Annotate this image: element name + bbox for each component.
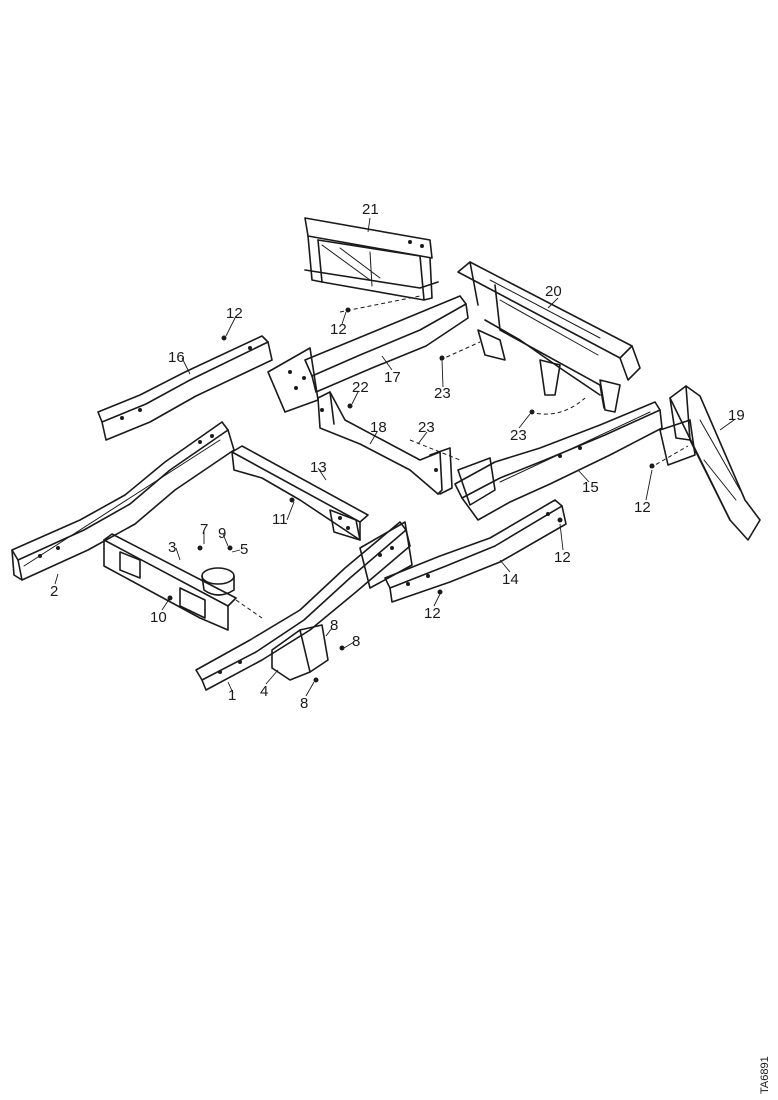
crossmember-19 — [659, 385, 761, 541]
callout-12: 12 — [330, 321, 347, 338]
callout-17: 17 — [384, 369, 401, 386]
callout-16: 16 — [168, 349, 185, 366]
callout-18: 18 — [370, 419, 387, 436]
crossmember-13 — [231, 445, 369, 541]
callout-10: 10 — [150, 609, 167, 626]
callout-labels: 21 20 12 17 22 23 18 23 23 19 15 12 12 1… — [50, 201, 745, 712]
figure-reference: TA6891 — [759, 1056, 771, 1094]
side-rail-1 — [195, 521, 413, 691]
callout-8: 8 — [330, 617, 338, 634]
callout-19: 19 — [728, 407, 745, 424]
side-member-14 — [384, 499, 567, 603]
callout-11: 11 — [272, 511, 288, 528]
callout-13: 13 — [310, 459, 327, 476]
callout-5: 5 — [240, 541, 248, 558]
callout-20: 20 — [545, 283, 562, 300]
leader-lines — [54, 217, 735, 697]
callout-23: 23 — [510, 427, 527, 444]
side-rail-15 — [454, 401, 663, 521]
frame-section-18 — [317, 391, 453, 495]
callout-8: 8 — [300, 695, 308, 712]
callout-1: 1 — [228, 687, 236, 704]
callout-12: 12 — [226, 305, 243, 322]
crossmember-20 — [457, 261, 641, 413]
callout-12: 12 — [424, 605, 441, 622]
bracket-4 — [271, 624, 345, 683]
callout-21: 21 — [362, 201, 379, 218]
callout-7: 7 — [200, 521, 208, 538]
callout-23: 23 — [434, 385, 451, 402]
callout-9: 9 — [218, 525, 226, 542]
callout-4: 4 — [260, 683, 268, 700]
callout-23: 23 — [418, 419, 435, 436]
side-member-16 — [97, 335, 273, 441]
callout-22: 22 — [352, 379, 369, 396]
callout-14: 14 — [502, 571, 519, 588]
callout-15: 15 — [582, 479, 599, 496]
crossmember-21 — [304, 217, 439, 301]
callout-12: 12 — [554, 549, 571, 566]
side-rail-2 — [11, 421, 235, 581]
callout-2: 2 — [50, 583, 58, 600]
callout-3: 3 — [168, 539, 176, 556]
callout-12: 12 — [634, 499, 651, 516]
crossmember-3 — [103, 533, 237, 631]
callout-8: 8 — [352, 633, 360, 650]
